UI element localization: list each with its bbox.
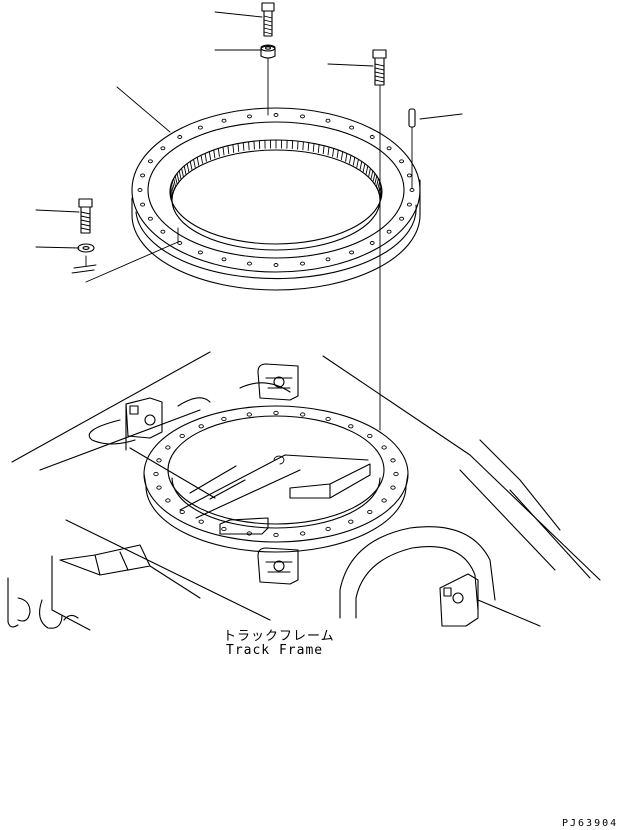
bolt-hole (325, 257, 331, 262)
bolt-hole (165, 498, 171, 503)
bolt-hole (300, 412, 306, 417)
bolt-hole (147, 216, 153, 221)
bolt-hole (156, 458, 162, 463)
long-bolt (372, 49, 387, 86)
bolt-hole (177, 241, 183, 245)
bolt-hole (147, 159, 153, 164)
bolt-hole (156, 485, 162, 490)
bolt-hole (349, 250, 355, 255)
top-bolt (261, 2, 275, 37)
bolt-hole (197, 125, 203, 130)
top-washer (260, 44, 276, 59)
bolt-hole (348, 519, 354, 524)
bolt-hole (273, 410, 279, 416)
bolt-hole (390, 485, 396, 490)
bolt-hole (300, 261, 305, 266)
bolt-hole (247, 261, 252, 266)
bolt-hole (179, 509, 185, 515)
bolt-hole (160, 146, 166, 151)
bolt-hole (406, 173, 412, 178)
bolt-hole (221, 118, 227, 123)
track-frame-label-japanese: トラックフレーム (223, 629, 335, 644)
bolt-hole (160, 229, 166, 234)
bolt-hole (406, 202, 412, 207)
bolt-hole (165, 445, 171, 450)
bolt-hole (367, 433, 373, 439)
left-washer (71, 243, 97, 274)
bolt-hole (325, 526, 331, 532)
bolt-hole (273, 532, 279, 538)
bolt-hole (247, 114, 252, 119)
bolt-hole (325, 416, 331, 422)
track-frame (7, 351, 601, 631)
dowel-pin (408, 108, 416, 128)
bolt-hole (349, 125, 355, 130)
bolt-hole (140, 173, 146, 178)
bolt-hole (221, 257, 227, 262)
bolt-hole (399, 216, 405, 221)
bolt-hole (246, 412, 252, 417)
bolt-hole (300, 531, 306, 536)
bolt-hole (137, 188, 143, 192)
bolt-hole (179, 433, 185, 439)
drawing-code: PJ63904 (562, 818, 619, 829)
bolt-hole (221, 526, 227, 532)
bolt-hole (348, 424, 354, 429)
bolt-hole (273, 113, 279, 117)
bolt-hole (197, 250, 203, 255)
bolt-hole (140, 202, 146, 207)
swing-circle-bearing (131, 107, 421, 291)
bolt-hole (198, 424, 204, 429)
bolt-hole (381, 445, 387, 450)
bolt-hole (369, 241, 375, 245)
bolt-hole (300, 114, 305, 119)
bolt-hole (367, 509, 373, 515)
bolt-hole (390, 458, 396, 463)
bolt-hole (399, 159, 405, 164)
bolt-hole (386, 146, 392, 151)
bolt-hole (221, 416, 227, 422)
bolt-hole (409, 188, 415, 192)
bolt-hole (369, 135, 375, 139)
bolt-hole (273, 263, 279, 267)
bolt-hole (325, 118, 331, 123)
bolt-hole (381, 498, 387, 503)
track-frame-label-english: Track Frame (226, 643, 324, 658)
bolt-hole (153, 471, 159, 477)
bolt-hole (386, 229, 392, 234)
left-bolt (78, 198, 93, 234)
leader-lines (35, 11, 463, 431)
bolt-hole (198, 519, 204, 524)
bolt-hole (177, 135, 183, 139)
bolt-hole (393, 471, 399, 477)
